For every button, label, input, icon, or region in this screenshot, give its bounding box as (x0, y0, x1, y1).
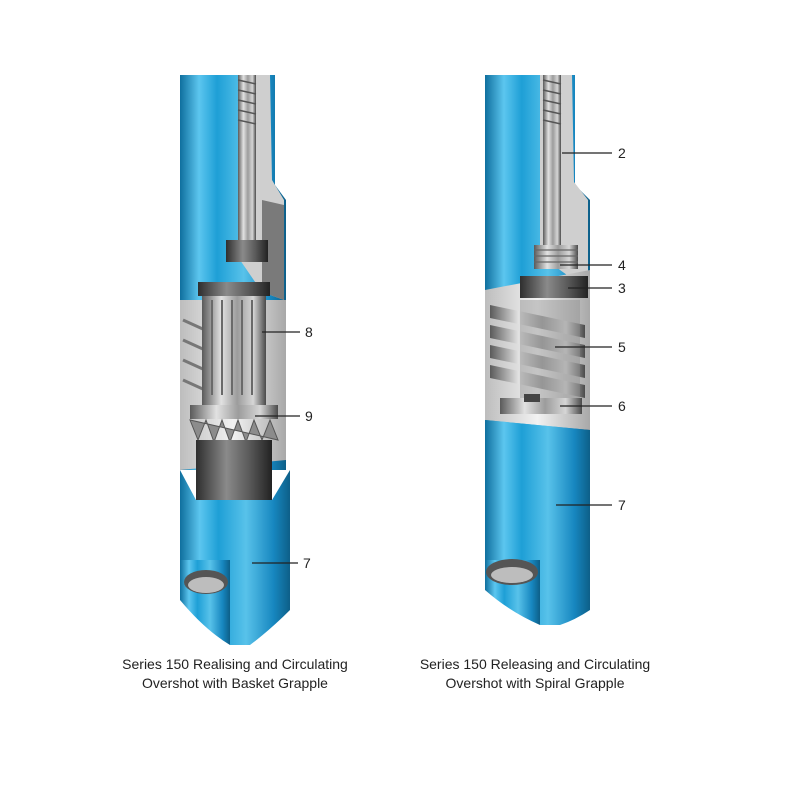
basket-grapple-control (190, 405, 278, 419)
callout-9: 9 (305, 408, 313, 424)
basket-grapple-overshot: 8 9 7 (180, 75, 313, 645)
caption-spiral-line-1: Series 150 Releasing and Circulating (419, 656, 651, 672)
bowl-helix-left (182, 318, 206, 392)
callout-6: 6 (618, 398, 626, 414)
grapple-teeth (189, 418, 279, 444)
grapple-top-ring (198, 282, 270, 296)
caption-basket-line-2: Overshot with Basket Grapple (142, 675, 328, 691)
grapple-slots (211, 300, 253, 395)
guide (180, 470, 290, 645)
packer-threads (534, 249, 578, 263)
callout-3: 3 (618, 280, 626, 296)
caption-basket-line-1: Series 150 Realising and Circulating (122, 656, 348, 672)
callout-7-left: 7 (303, 555, 311, 571)
spiral-grapple-control (500, 398, 582, 414)
callout-8: 8 (305, 324, 313, 340)
control-key (524, 394, 540, 402)
guide-opening-right-inner (491, 567, 533, 583)
cutaway-upper-shadow (262, 200, 284, 300)
callout-2: 2 (618, 145, 626, 161)
spiral-stop (520, 276, 588, 298)
spiral-grapple-overshot: 2 4 3 5 6 7 (485, 75, 626, 625)
caption-spiral-line-2: Overshot with Spiral Grapple (445, 675, 625, 691)
mandrel-right (543, 75, 561, 245)
callout-5: 5 (618, 339, 626, 355)
mandrel-collar (226, 240, 268, 262)
caption-basket-grapple: Series 150 Realising and Circulating Ove… (85, 655, 385, 693)
callout-4: 4 (618, 257, 626, 273)
mandrel (238, 75, 256, 245)
guide-opening-inner (188, 577, 224, 593)
callout-7-right: 7 (618, 497, 626, 513)
spiral-grapple (490, 300, 585, 400)
caption-spiral-grapple: Series 150 Releasing and Circulating Ove… (385, 655, 685, 693)
mandrel-thread-right (542, 79, 562, 125)
mandrel-thread (237, 79, 257, 125)
guide-right (485, 420, 590, 625)
lower-bore (196, 440, 272, 500)
